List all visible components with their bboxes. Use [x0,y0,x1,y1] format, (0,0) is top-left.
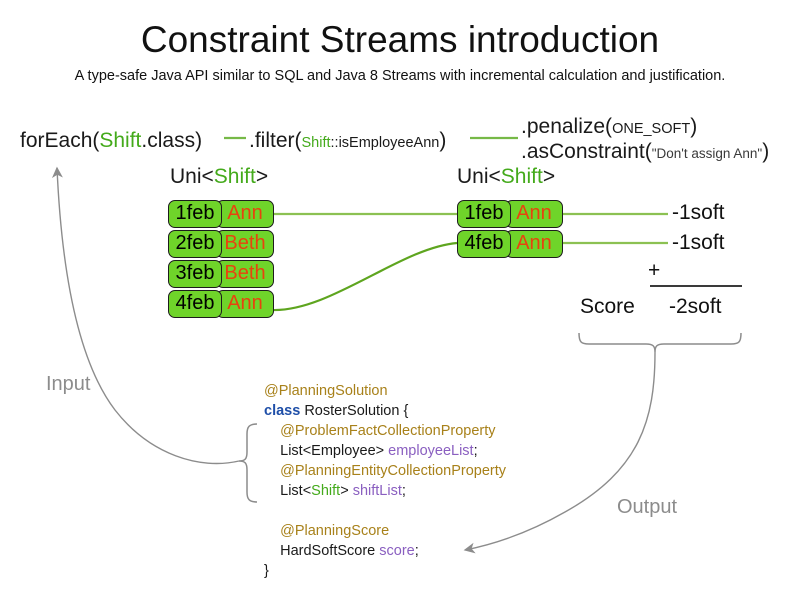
uni-type: Shift [213,165,256,188]
uni-suffix: > [542,165,556,188]
code-token-plain: } [264,563,269,579]
code-line: @PlanningEntityCollectionProperty [264,461,506,481]
code-line: List<Shift> shiftList; [264,481,506,501]
code-line: @ProblemFactCollectionProperty [264,421,506,441]
code-token-anno: @PlanningSolution [264,383,388,399]
shift-card-date: 4feb [457,230,511,258]
uni-prefix: Uni< [170,165,214,188]
shift-card-date: 2feb [168,230,222,258]
code-token-anno: @PlanningScore [280,523,390,539]
code-token-anno: @ProblemFactCollectionProperty [280,423,496,439]
page-title: Constraint Streams introduction [140,19,660,60]
shift-card-employee: Ann [216,200,274,228]
shift-card-employee: Ann [505,230,563,258]
shift-card-date: 1feb [457,200,511,228]
pipeline-step-foreach[interactable]: forEach(Shift.class) [20,128,202,154]
code-token-kw: class [264,403,301,419]
penalize-tail: ) [690,115,698,138]
score-sum-rule [650,285,742,287]
foreach-call: forEach( [20,129,100,152]
code-token-plain: RosterSolution { [300,403,409,419]
penalize-call: .penalize( [521,115,613,138]
pipeline-step-filter[interactable]: .filter(Shift::isEmployeeAnn) [249,128,446,156]
shift-card-date: 4feb [168,290,222,318]
code-line: List<Employee> employeeList; [264,441,506,461]
uni-prefix: Uni< [457,165,501,188]
page-subtitle: A type-safe Java API similar to SQL and … [74,68,726,84]
code-token-plain: ; [473,443,478,459]
shift-card-employee: Ann [216,290,274,318]
filter-arg-method: ::isEmployeeAnn [330,135,440,151]
code-spacer [264,501,506,521]
code-token-field: shiftList [352,483,402,499]
code-token-green: Shift [311,483,341,499]
code-token-field: score [379,543,415,559]
shift-card-employee: Beth [216,230,274,258]
score-total: -2soft [669,295,722,318]
pipeline-step-penalize[interactable]: .penalize(ONE_SOFT) [521,114,697,142]
stream-label-right: Uni<Shift> [457,164,555,190]
filter-tail: ) [439,129,447,152]
as-constraint-call: .asConstraint( [521,140,652,163]
code-line: @PlanningScore [264,521,506,541]
as-constraint-arg: "Don't assign Ann" [651,146,763,161]
model-fields-brace [238,423,258,503]
foreach-type: Shift [99,129,142,152]
flow-label-input: Input [46,373,91,395]
code-token-plain: List<Employee> [280,443,389,459]
code-token-plain: > [340,483,353,499]
code-line: } [264,561,506,581]
penalty-label-2: -1soft [672,231,725,254]
flow-label-output: Output [617,496,678,518]
code-token-plain: ; [414,543,419,559]
code-token-plain: ; [401,483,406,499]
code-token-field: employeeList [388,443,474,459]
stream-link-4feb [271,241,458,312]
code-token-plain: List< [280,483,312,499]
shift-card-date: 1feb [168,200,222,228]
code-token-anno: @PlanningEntityCollectionProperty [280,463,507,479]
code-token-plain: HardSoftScore [280,543,380,559]
code-line: @PlanningSolution [264,381,506,401]
uni-suffix: > [255,165,269,188]
shift-card-employee: Ann [505,200,563,228]
code-line: HardSoftScore score; [264,541,506,561]
uni-type: Shift [500,165,543,188]
penalty-label-1: -1soft [672,201,725,224]
score-sum-operator: + [648,259,661,282]
score-label: Score [580,295,635,318]
penalize-arg: ONE_SOFT [612,121,691,137]
foreach-tail: .class) [141,129,203,152]
as-constraint-tail: ) [762,140,770,163]
pipeline-step-as-constraint[interactable]: .asConstraint("Don't assign Ann") [521,139,769,167]
shift-card-employee: Beth [216,260,274,288]
code-line: class RosterSolution { [264,401,506,421]
filter-call: .filter( [249,129,302,152]
score-brace [578,332,742,353]
filter-arg-type: Shift [301,135,331,151]
shift-card-date: 3feb [168,260,222,288]
stream-label-left: Uni<Shift> [170,164,268,190]
